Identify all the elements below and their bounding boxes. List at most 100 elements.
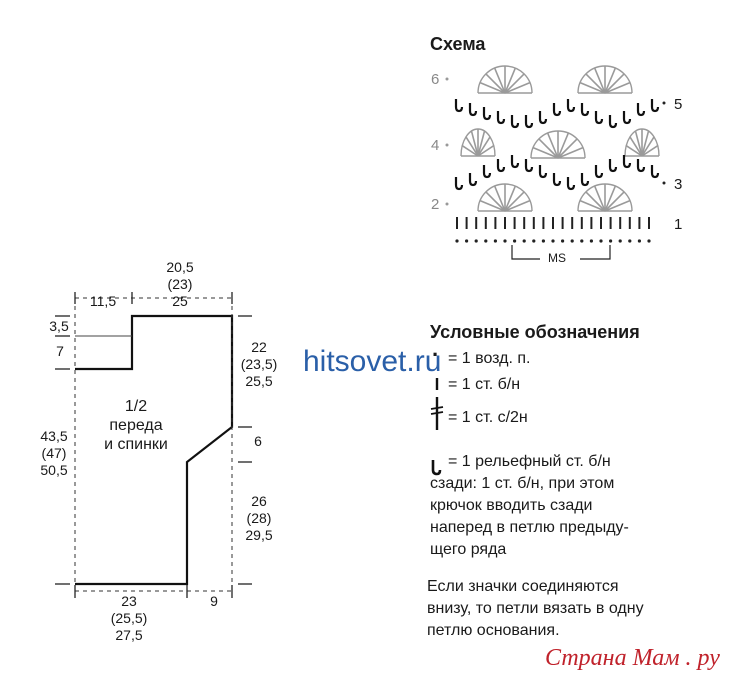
chart-chain-dot bbox=[580, 239, 584, 243]
chart-fan-stitch bbox=[634, 130, 643, 157]
chart-fan-stitch bbox=[465, 136, 479, 157]
chart-fan-arc bbox=[477, 65, 533, 94]
dim-left-7: 7 bbox=[56, 343, 64, 359]
chart-fan-stitch bbox=[593, 67, 606, 94]
chart-chain-dot bbox=[599, 239, 603, 243]
chart-fan-stitch bbox=[504, 185, 517, 212]
diagram-title: Схема bbox=[430, 34, 486, 54]
chart-row-end-dot bbox=[662, 101, 666, 105]
dim-top-total: 20,5 (23) 25 bbox=[166, 259, 194, 309]
chart-fan-stitch bbox=[579, 199, 606, 212]
chart-relief-stitch bbox=[454, 99, 464, 113]
chart-chain-dot bbox=[647, 239, 651, 243]
chart-fan-stitch bbox=[504, 81, 531, 94]
row-label-2: 2 bbox=[431, 196, 440, 213]
chart-fan-stitch bbox=[479, 199, 506, 212]
chart-relief-stitch bbox=[468, 103, 478, 117]
chart-fan-stitch bbox=[629, 136, 643, 157]
chart-fan-stitch bbox=[538, 138, 559, 159]
chart-relief-stitch bbox=[468, 173, 478, 187]
chart-fan-stitch bbox=[485, 191, 506, 212]
chart-fan-stitch bbox=[477, 136, 491, 157]
chart-relief-stitch bbox=[482, 107, 492, 121]
chart-relief-stitch bbox=[636, 103, 646, 117]
chart-row-end-dot bbox=[445, 202, 449, 206]
chain-symbol-icon: · bbox=[432, 342, 440, 367]
legend-note: Если значки соединяются внизу, то петли … bbox=[427, 578, 644, 639]
chart-relief-stitch bbox=[650, 165, 660, 179]
chart-relief-stitch bbox=[552, 103, 562, 117]
chart-chain-dot bbox=[628, 239, 632, 243]
chart-fan-stitch bbox=[504, 191, 525, 212]
chart-chain-dot bbox=[493, 239, 497, 243]
chart-chain-dot bbox=[637, 239, 642, 243]
chart-relief-stitch bbox=[622, 155, 632, 169]
dim-right-6: 6 bbox=[254, 433, 262, 449]
chart-relief-stitch bbox=[496, 111, 506, 125]
chart-relief-stitch bbox=[538, 111, 548, 125]
chart-fan-stitch bbox=[546, 132, 559, 159]
chart-relief-stitch bbox=[580, 103, 590, 117]
chart-chain-dot bbox=[522, 239, 526, 243]
chart-relief-stitch bbox=[454, 177, 464, 191]
chart-relief-stitch bbox=[594, 111, 604, 125]
chart-fan-stitch bbox=[557, 138, 578, 159]
chart-fan-stitch bbox=[557, 146, 584, 159]
chart-fan-stitch bbox=[493, 67, 506, 94]
chart-fan-stitch bbox=[461, 144, 479, 157]
chart-relief-stitch bbox=[622, 111, 632, 125]
chart-fan-stitch bbox=[585, 191, 606, 212]
chart-fan-stitch bbox=[477, 144, 495, 157]
chart-relief-stitch bbox=[566, 99, 576, 113]
row-label-1: 1 bbox=[674, 216, 683, 233]
dim-right-lower: 26 (28) 29,5 bbox=[245, 493, 273, 543]
piece-label: 1/2 переда и спинки bbox=[104, 398, 168, 453]
chart-relief-stitch bbox=[580, 173, 590, 187]
row-label-6: 6 bbox=[431, 71, 440, 88]
legend-title: Условные обозначения bbox=[430, 322, 640, 342]
chart-relief-stitch bbox=[552, 173, 562, 187]
dim-top-left: 11,5 bbox=[89, 293, 117, 309]
chart-fan-stitch bbox=[493, 185, 506, 212]
chart-fan-stitch bbox=[604, 67, 617, 94]
chart-fan-stitch bbox=[470, 130, 479, 157]
chart-fan-arc bbox=[577, 183, 633, 212]
chart-fan-stitch bbox=[604, 199, 631, 212]
chart-chain-dot bbox=[484, 239, 488, 243]
chart-fan-stitch bbox=[477, 130, 486, 157]
chart-relief-stitch bbox=[510, 115, 520, 129]
chart-fan-stitch bbox=[557, 132, 570, 159]
chart-fan-arc bbox=[460, 128, 496, 157]
chart-fan-stitch bbox=[604, 191, 625, 212]
dim-bottom-9: 9 bbox=[210, 593, 218, 609]
chart-relief-stitch bbox=[496, 159, 506, 173]
dim-left-3-5: 3,5 bbox=[49, 318, 69, 334]
chart-relief-stitch bbox=[510, 155, 520, 169]
chart-chain-dot bbox=[503, 239, 507, 243]
chart-chain-dot bbox=[561, 239, 565, 243]
chart-chain-dot bbox=[618, 239, 622, 243]
chart-fan-stitch bbox=[641, 130, 650, 157]
chart-row-end-dot bbox=[662, 181, 666, 185]
legend-chain: = 1 возд. п. bbox=[448, 350, 531, 367]
chart-chain-dot bbox=[513, 239, 517, 243]
chart-relief-stitch bbox=[566, 177, 576, 191]
chart-chain-dot bbox=[551, 239, 555, 243]
chart-relief-stitch bbox=[650, 99, 660, 113]
chart-relief-stitch bbox=[636, 159, 646, 173]
chart-chain-dot bbox=[570, 239, 574, 243]
chart-chain-dot bbox=[541, 239, 546, 243]
chart-relief-stitch bbox=[608, 159, 618, 173]
dim-right-upper: 22 (23,5) 25,5 bbox=[240, 339, 278, 389]
chart-fan-stitch bbox=[604, 185, 617, 212]
chart-fan-stitch bbox=[604, 81, 631, 94]
chart-chain-dot bbox=[532, 239, 536, 243]
watermark-text: hitsovet.ru bbox=[303, 345, 442, 378]
legend-single-crochet: = 1 ст. б/н bbox=[448, 376, 521, 393]
chart-row-end-dot bbox=[445, 143, 449, 147]
chart-chain-dot bbox=[455, 239, 459, 243]
chart-fan-arc bbox=[477, 183, 533, 212]
chart-fan-stitch bbox=[532, 146, 559, 159]
